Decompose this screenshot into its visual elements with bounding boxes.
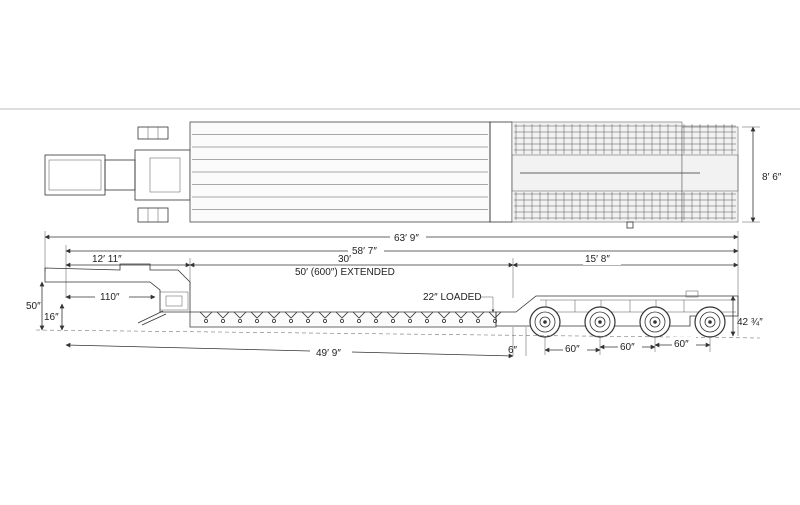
- deck-length: 49′ 9″: [316, 348, 341, 359]
- well-length: 30′: [338, 254, 351, 265]
- width-label: 8′ 6″: [762, 172, 782, 183]
- loaded-height: 22″ LOADED: [423, 292, 482, 303]
- wheel: [529, 306, 561, 338]
- side-view: . 63′ 9″ 58′ 7″ 12′ 11″ 30′ 50′ (600″) E…: [26, 230, 763, 359]
- axle-spacing-1: 60″: [565, 344, 580, 355]
- gooseneck-neck: [44, 154, 106, 196]
- deck-to-rear-length: 58′ 7″: [352, 246, 377, 257]
- fifth-wheel-height: 16″: [44, 312, 59, 323]
- axle-group: [529, 306, 726, 338]
- rear-section-length: 15′ 8″: [585, 254, 610, 265]
- axle-spacing-3: 60″: [674, 339, 689, 350]
- rear-deck-side: [495, 295, 739, 327]
- well-extended: 50′ (600″) EXTENDED: [295, 267, 395, 278]
- wheel: [639, 306, 671, 338]
- gooseneck-length: 12′ 11″: [92, 254, 122, 265]
- kingpin-height: 50″: [26, 301, 41, 312]
- gooseneck-inner: 110″: [100, 292, 120, 303]
- drop-offset: 6″: [508, 345, 518, 356]
- overall-length: 63′ 9″: [394, 233, 419, 244]
- gooseneck-side: [44, 263, 191, 313]
- wheel: [584, 306, 616, 338]
- wheel: [694, 306, 726, 338]
- rear-section-top: [511, 121, 683, 223]
- gooseneck-top: [134, 149, 191, 201]
- axle-spacing-2: 60″: [620, 342, 635, 353]
- top-view: 8′ 6″: [44, 121, 782, 229]
- rear-deck-height: 42 ¾″: [737, 317, 763, 328]
